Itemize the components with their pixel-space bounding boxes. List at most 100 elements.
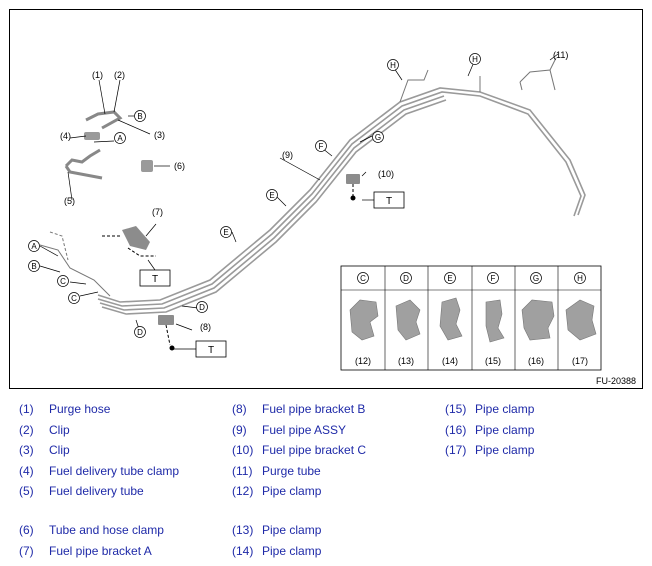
- callout-1: (1): [92, 70, 103, 80]
- fuel-line-diagram: T T T (1) (2) (3) (4) (5) (6) (7) (8) (9…: [28, 50, 602, 371]
- svg-text:B: B: [31, 262, 36, 271]
- callout-2: (2): [114, 70, 125, 80]
- inset-header-h: H: [574, 272, 586, 284]
- figure-code: FU-20388: [595, 376, 636, 386]
- t-label: T: [208, 345, 214, 356]
- inset-header-e: E: [444, 272, 456, 284]
- letter-h-left: H: [387, 59, 399, 71]
- svg-text:D: D: [137, 328, 143, 337]
- callout-4: (4): [60, 131, 71, 141]
- svg-text:D: D: [199, 303, 205, 312]
- legend-item-2: (2)Clip: [19, 423, 70, 437]
- legend-item-14: (14)Pipe clamp: [232, 544, 322, 558]
- legend-item-15: (15)Pipe clamp: [445, 402, 535, 416]
- inset-header-c: C: [357, 272, 369, 284]
- t-label: T: [386, 196, 392, 207]
- legend-item-1: (1)Purge hose: [19, 402, 111, 416]
- t-label: T: [152, 274, 158, 285]
- svg-text:E: E: [269, 191, 274, 200]
- inset-number-13: (13): [398, 356, 414, 366]
- letter-b-upper: B: [134, 110, 146, 122]
- legend-item-4: (4)Fuel delivery tube clamp: [19, 464, 180, 478]
- clamp-part-4: [84, 132, 100, 140]
- legend-item-13: (13)Pipe clamp: [232, 523, 322, 537]
- legend-item-3: (3)Clip: [19, 443, 70, 457]
- callout-5: (5): [64, 196, 75, 206]
- callout-6: (6): [174, 161, 185, 171]
- letter-g: G: [372, 131, 384, 143]
- legend-item-11: (11)Purge tube: [232, 464, 321, 478]
- pipe-clamp-13-image: [395, 299, 421, 341]
- purge-tube: [519, 57, 557, 83]
- letter-d-right: D: [196, 301, 208, 313]
- diagram-figure: T T T (1) (2) (3) (4) (5) (6) (7) (8) (9…: [9, 9, 643, 389]
- inset-header-f: F: [487, 272, 499, 284]
- svg-text:H: H: [390, 61, 396, 70]
- inset-number-17: (17): [572, 356, 588, 366]
- svg-text:F: F: [319, 142, 324, 151]
- pipe-clamp-16-image: [521, 299, 555, 341]
- svg-text:E: E: [447, 274, 452, 283]
- legend-item-5: (5)Fuel delivery tube: [19, 484, 144, 498]
- fuel-pipe-bracket-b: [158, 315, 175, 351]
- inset-number-14: (14): [442, 356, 458, 366]
- svg-text:A: A: [31, 242, 37, 251]
- fuel-delivery-tube-part: [64, 148, 103, 180]
- letter-a-left: A: [28, 240, 40, 252]
- callout-8: (8): [200, 322, 211, 332]
- fuel-pipe-assy: [97, 87, 586, 315]
- legend-item-10: (10)Fuel pipe bracket C: [232, 443, 367, 457]
- pipe-clamp-12-image: [349, 299, 379, 341]
- inset-number-12: (12): [355, 356, 371, 366]
- svg-text:A: A: [117, 134, 123, 143]
- svg-text:B: B: [137, 112, 142, 121]
- callout-9: (9): [282, 150, 293, 160]
- callout-11: (11): [553, 50, 568, 60]
- svg-text:E: E: [223, 228, 228, 237]
- legend-item-9: (9)Fuel pipe ASSY: [232, 423, 347, 437]
- left-pipe-end: [39, 244, 111, 297]
- callout-7: (7): [152, 207, 163, 217]
- t-box-upper: T: [362, 191, 405, 209]
- legend-item-6: (6)Tube and hose clamp: [19, 523, 164, 537]
- letter-c-left-2: C: [68, 292, 80, 304]
- purge-hose-part: [85, 110, 123, 130]
- legend-item-7: (7)Fuel pipe bracket A: [19, 544, 152, 558]
- legend-item-12: (12)Pipe clamp: [232, 484, 322, 498]
- legend-item-8: (8)Fuel pipe bracket B: [232, 402, 366, 416]
- pipe-clamp-14-image: [439, 297, 463, 341]
- svg-text:G: G: [533, 274, 539, 283]
- letter-f: F: [315, 140, 327, 152]
- letter-b-left: B: [28, 260, 40, 272]
- letter-d-lower: D: [134, 326, 146, 338]
- inset-header-d: D: [400, 272, 412, 284]
- letter-e-lower: E: [220, 226, 232, 238]
- fuel-pipe-bracket-c: [346, 174, 360, 201]
- t-box-lower: T: [174, 340, 227, 358]
- letter-h-right: H: [469, 53, 481, 65]
- legend-item-17: (17)Pipe clamp: [445, 443, 535, 457]
- fuel-pipe-bracket-a: [102, 226, 156, 257]
- inset-number-15: (15): [485, 356, 501, 366]
- svg-text:C: C: [360, 274, 366, 283]
- svg-text:H: H: [472, 55, 478, 64]
- letter-e-upper: E: [266, 189, 278, 201]
- svg-text:C: C: [71, 294, 77, 303]
- svg-text:F: F: [491, 274, 496, 283]
- svg-text:G: G: [375, 133, 381, 142]
- t-box-middle: T: [139, 259, 171, 287]
- callout-3: (3): [154, 130, 165, 140]
- inset-header-g: G: [530, 272, 542, 284]
- svg-text:H: H: [577, 274, 583, 283]
- svg-text:C: C: [60, 277, 66, 286]
- letter-a-upper: A: [114, 132, 126, 144]
- letter-c-left-1: C: [57, 275, 69, 287]
- inset-number-16: (16): [528, 356, 544, 366]
- tube-hose-clamp-part-6: [141, 160, 153, 172]
- callout-10: (10): [378, 169, 394, 179]
- clamp-inset-table: [340, 265, 602, 371]
- pipe-clamp-17-image: [565, 299, 597, 341]
- legend-item-16: (16)Pipe clamp: [445, 423, 535, 437]
- svg-text:D: D: [403, 274, 409, 283]
- pipe-clamp-15-image: [485, 299, 505, 343]
